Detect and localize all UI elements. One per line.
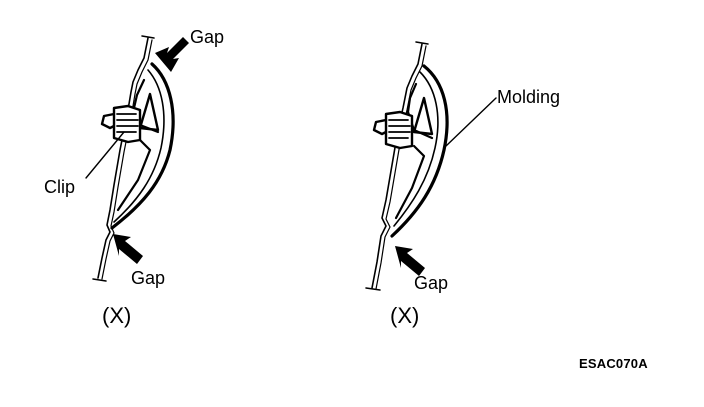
right-body-panel-inner — [375, 45, 427, 290]
right-clip — [372, 110, 414, 150]
clip-label: Clip — [44, 177, 76, 197]
left-view-label: (X) — [102, 303, 132, 328]
left-bottom-gap-arrow — [113, 234, 143, 264]
left-assembly — [85, 35, 175, 282]
gap-bottom-right-label: Gap — [414, 273, 449, 293]
clip-leader-line — [85, 131, 125, 179]
left-top-gap-arrow — [155, 37, 189, 72]
gap-bottom-left-label: Gap — [131, 268, 166, 288]
left-body-panel — [97, 37, 149, 279]
right-panel-top-tick — [415, 41, 429, 45]
right-assembly — [365, 41, 497, 291]
right-panel-bottom-tick — [365, 287, 381, 291]
left-molding-outer — [110, 62, 175, 230]
left-body-panel-inner — [101, 39, 153, 280]
figure-code: ESAC070A — [579, 356, 648, 371]
gap-top-label: Gap — [190, 27, 225, 47]
right-molding-inner — [393, 71, 439, 227]
right-molding-window — [412, 96, 434, 136]
right-molding-outer — [390, 64, 449, 238]
left-panel-bottom-tick — [92, 278, 107, 282]
left-panel-top-tick — [141, 35, 155, 39]
left-molding-leg — [116, 138, 152, 212]
molding-label: Molding — [497, 87, 561, 107]
right-view-label: (X) — [390, 303, 420, 328]
left-molding-inner — [113, 69, 165, 223]
molding-leader-line — [445, 97, 497, 147]
right-bottom-gap-arrow — [395, 246, 425, 276]
right-molding-leg — [394, 144, 426, 220]
left-clip — [100, 104, 142, 144]
left-molding-window — [138, 92, 160, 132]
